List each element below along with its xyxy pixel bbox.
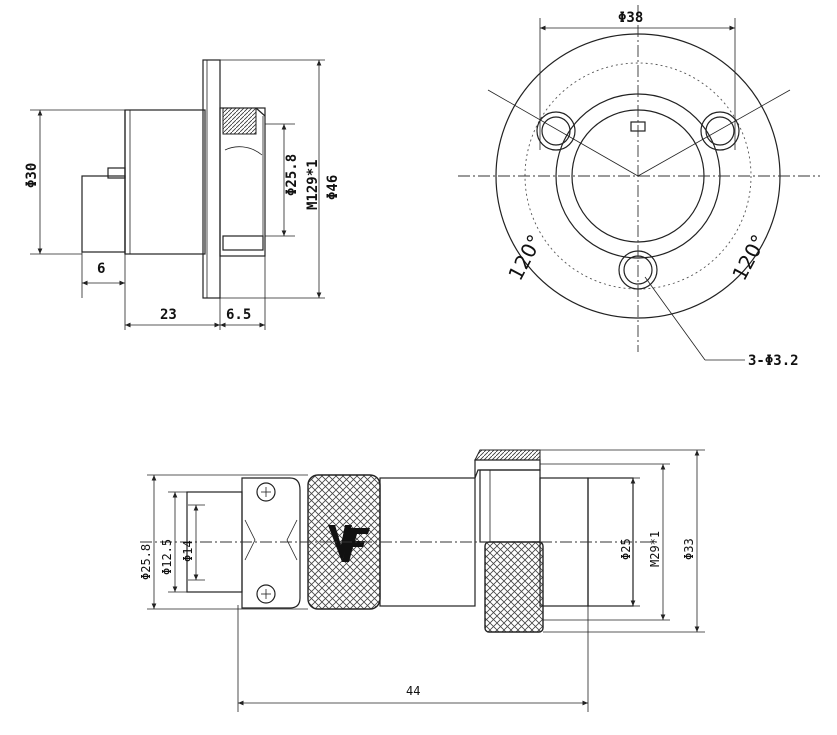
dim-length: 44 [406,684,420,698]
dim-mid: Φ12.5 [160,539,174,575]
body-outline [124,109,206,255]
angle-right: 120° [727,231,771,285]
coupling-nut [484,541,544,633]
hole-callout: 3-Φ3.2 [748,353,799,369]
dim-length: 23 [160,307,177,323]
hatch-section [222,107,257,135]
plug-view: Φ25.8 Φ12.5 Φ14 Φ25 M29*1 Φ33 44 [139,449,705,712]
dim-nut: Φ33 [682,538,696,560]
dim-coupling: Φ25 [619,538,633,560]
mount-hole-left [536,111,576,151]
cable-clamp [241,477,301,609]
dim-thread-dia: Φ25.8 [284,154,300,196]
bolt-circle [524,62,752,290]
dim-inner: Φ14 [181,540,195,562]
dim-key: 6 [97,261,105,277]
angle-left: 120° [503,231,547,285]
dim-bolt-circle: Φ38 [618,10,643,26]
side-view: Φ30 6 23 6.5 Φ25.8 M129*1 Φ46 [24,59,341,330]
dim-outer: Φ25.8 [139,544,153,580]
front-view: Φ38 120° 120° 3-Φ3.2 [458,5,820,369]
mount-hole-right [700,111,740,151]
dim-thread: M29*1 [648,531,662,567]
key-outline [81,175,126,253]
dim-flange-dia: Φ46 [325,175,341,200]
vf-logo [328,525,370,562]
dim-flange-thk: 6.5 [226,307,251,323]
dim-body-dia: Φ30 [24,163,40,188]
